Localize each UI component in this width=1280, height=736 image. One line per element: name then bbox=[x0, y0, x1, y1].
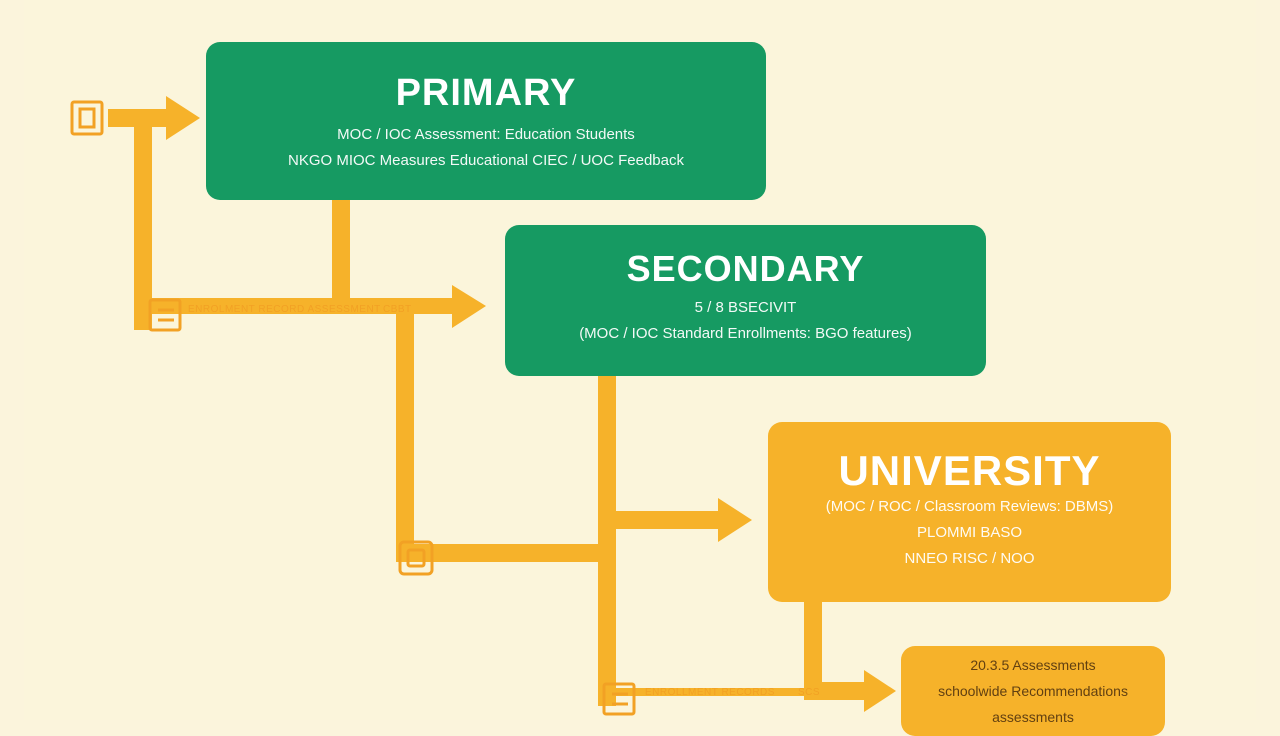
stage-title: SECONDARY bbox=[626, 248, 865, 289]
stage-detail: (MOC / ROC / Classroom Reviews: DBMS) bbox=[825, 498, 1114, 515]
connector-label: CBBT bbox=[383, 304, 412, 315]
stage-title: UNIVERSITY bbox=[838, 447, 1101, 494]
arrow-head bbox=[718, 498, 752, 542]
connector-line bbox=[598, 511, 720, 529]
stage-detail: MOC / IOC Assessment: Education Students bbox=[337, 126, 635, 143]
connector-line bbox=[134, 298, 454, 314]
further-stage-box[interactable]: 20.3.5 Assessments schoolwide Recommenda… bbox=[901, 646, 1165, 736]
stage-detail: 5 / 8 BSECIVIT bbox=[694, 299, 797, 316]
connector-label: SCS bbox=[798, 687, 821, 698]
stage-detail: NNEO RISC / NOO bbox=[904, 550, 1035, 567]
primary-stage-box[interactable]: PRIMARY MOC / IOC Assessment: Education … bbox=[206, 42, 766, 200]
connector-line bbox=[108, 109, 168, 127]
stage-title: PRIMARY bbox=[395, 72, 577, 114]
stage-detail: 20.3.5 Assessments bbox=[970, 657, 1096, 673]
document-icon bbox=[398, 540, 434, 576]
connector-label: ENROLMENT RECORD ASSESSMENT bbox=[188, 304, 381, 315]
connector-line bbox=[396, 306, 414, 544]
arrow-head bbox=[452, 285, 486, 328]
document-icon bbox=[148, 298, 182, 332]
stage-detail: assessments bbox=[992, 709, 1074, 725]
arrow-head bbox=[166, 96, 200, 140]
stage-detail: NKGO MIOC Measures Educational CIEC / UO… bbox=[288, 152, 684, 169]
connector-line bbox=[134, 120, 152, 330]
stage-detail: PLOMMI BASO bbox=[916, 524, 1023, 541]
connector-line bbox=[804, 602, 822, 694]
connector-line bbox=[598, 376, 616, 706]
document-icon bbox=[70, 100, 104, 136]
document-icon bbox=[602, 682, 636, 716]
arrow-head bbox=[864, 670, 896, 712]
stage-detail: schoolwide Recommendations bbox=[938, 683, 1128, 699]
flow-connectors bbox=[70, 96, 896, 716]
university-stage-box[interactable]: UNIVERSITY (MOC / ROC / Classroom Review… bbox=[768, 422, 1171, 602]
connector-line bbox=[396, 544, 606, 562]
connector-line bbox=[332, 200, 350, 306]
connector-label: ENROLLMENT RECORDS bbox=[645, 687, 775, 698]
secondary-stage-box[interactable]: SECONDARY 5 / 8 BSECIVIT (MOC / IOC Stan… bbox=[505, 225, 986, 376]
connector-line bbox=[804, 682, 866, 700]
connector-line bbox=[604, 688, 804, 696]
stage-detail: (MOC / IOC Standard Enrollments: BGO fea… bbox=[579, 325, 912, 342]
